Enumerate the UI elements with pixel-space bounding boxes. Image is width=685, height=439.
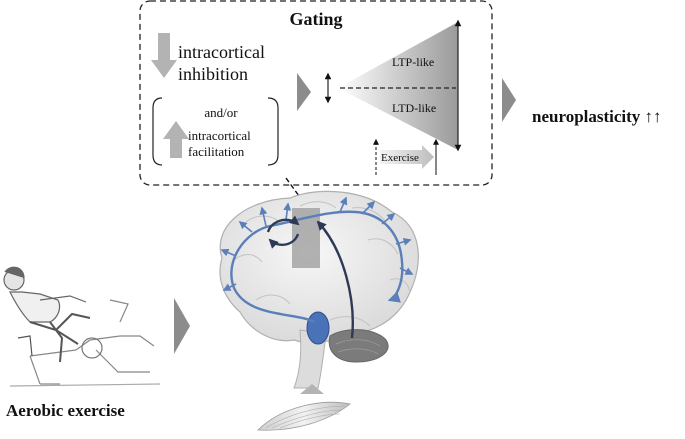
exercise-label: Exercise (381, 152, 419, 164)
thalamocortical-projection (316, 220, 354, 339)
inhibition-line2: inhibition (178, 64, 248, 84)
and-or-text: and/or (204, 105, 238, 120)
circular-arrow-top (266, 215, 300, 233)
plasticity-wedge (338, 22, 458, 150)
thalamus-nucleus (306, 311, 330, 345)
left-bracket (152, 97, 163, 166)
gating-chevron-icon (297, 73, 311, 111)
facilitation-line2: facilitation (188, 144, 245, 159)
facilitation-line1: intracortical (188, 128, 251, 143)
circular-arrow-bottom (268, 233, 300, 249)
gating-title: Gating (289, 9, 342, 29)
aerobic-exercise-label: Aerobic exercise (6, 401, 125, 420)
ltd-label: LTD-like (392, 101, 436, 115)
muscle-illustration (257, 401, 351, 431)
neuroplasticity-label: neuroplasticity ↑↑ (532, 107, 662, 126)
muscle-up-chevron-icon (300, 384, 324, 394)
gyri-lines (231, 201, 411, 327)
projection-arrows (220, 196, 414, 291)
outcome-chevron-icon (502, 78, 516, 122)
exercise-arrow-icon (380, 145, 434, 169)
up-arrow-icon (163, 121, 189, 158)
cerebellum (328, 329, 389, 363)
down-arrow-icon (151, 33, 177, 78)
exercise-to-brain-chevron-icon (174, 298, 190, 354)
gating-box: Gating intracortical inhibition and/or i… (139, 0, 493, 186)
cortical-pathway-loop (230, 210, 404, 324)
gating-box-border (139, 0, 493, 186)
brain-illustration (219, 190, 419, 389)
cyclist-illustration (3, 266, 161, 387)
ltp-label: LTP-like (392, 55, 434, 69)
inhibition-line1: intracortical (178, 42, 265, 62)
right-bracket (267, 97, 279, 166)
